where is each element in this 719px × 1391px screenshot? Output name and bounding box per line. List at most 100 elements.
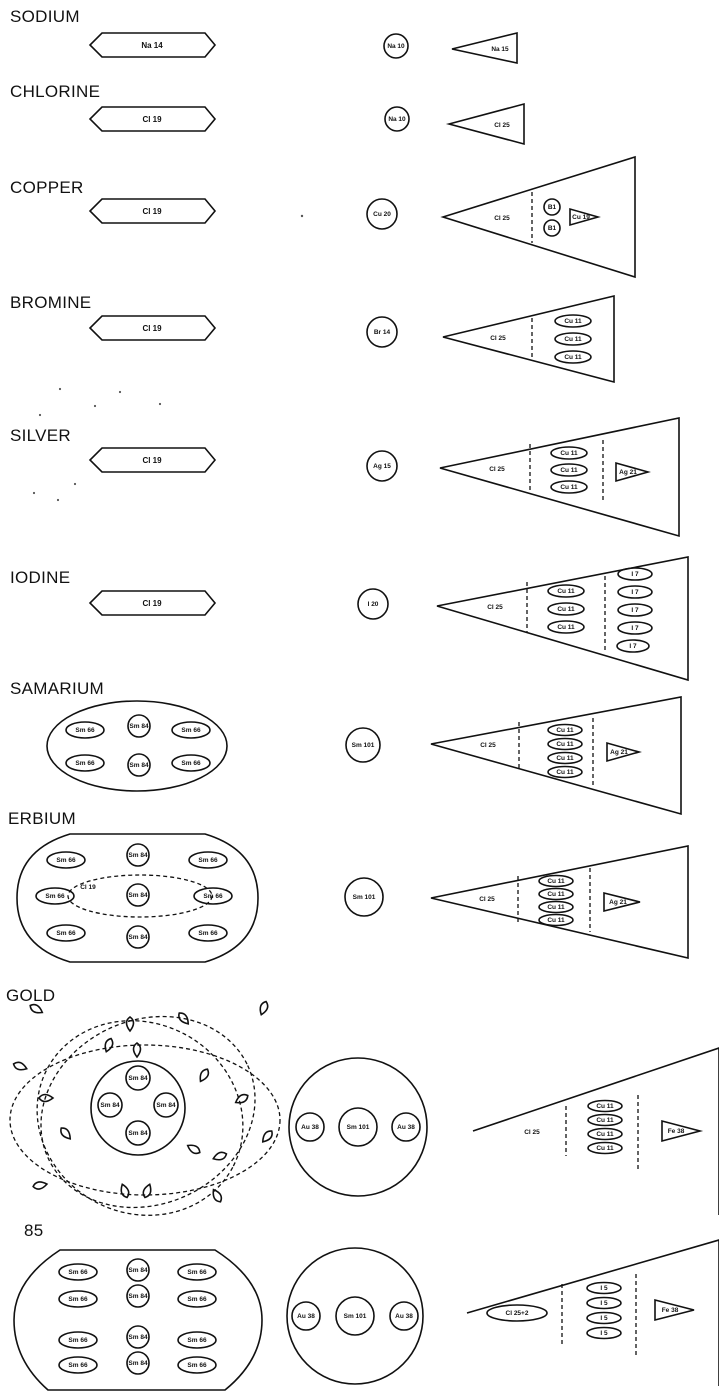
sm-core-label: Sm 84 [128, 1293, 148, 1300]
electron-drop [197, 1067, 210, 1083]
sm-core-label: Sm 84 [128, 892, 148, 899]
sm-unit-label: Sm 66 [75, 727, 95, 734]
cone-silver [440, 418, 679, 536]
cone-tip-label: Ag 21 [609, 899, 627, 906]
sm-unit-label: Sm 66 [68, 1362, 88, 1369]
cone-mid-label: I 5 [600, 1285, 608, 1292]
cone-left-label-copper: Cl 25 [494, 215, 510, 222]
center-label-erbium: Sm 101 [353, 894, 376, 901]
cone-mid-label: Cu 11 [547, 917, 565, 924]
sm-unit-label: Sm 66 [181, 760, 201, 767]
center-label-gold: Sm 101 [347, 1124, 370, 1131]
cone-mid-label: B1 [548, 225, 557, 232]
center-label-bromine: Br 14 [374, 329, 391, 336]
cone-right-label: I 7 [629, 643, 637, 650]
row-copper: COPPER Cl 19 Cu 20 Cl 25 B1 B1 Cu 19 [10, 157, 635, 277]
electron-drop [103, 1037, 114, 1053]
electron-drop [186, 1142, 202, 1155]
core-label-chlorine: Cl 19 [142, 115, 162, 124]
label-chlorine: CHLORINE [10, 82, 100, 101]
row-bromine: BROMINE Cl 19 Br 14 Cl 25 Cu 11 Cu 11 Cu… [10, 293, 614, 382]
label-iodine: IODINE [10, 568, 70, 587]
cone-tip-label: Cu 19 [572, 214, 590, 221]
cone-mid-label: Cu 11 [557, 606, 575, 613]
cone-tip-label: Fe 38 [662, 1307, 679, 1314]
electron-drop [39, 1095, 53, 1102]
label-silver: SILVER [10, 426, 71, 445]
cone-mid-label: I 5 [600, 1315, 608, 1322]
sm-core-label: Sm 84 [128, 934, 148, 941]
electron-orbit [9, 982, 286, 1242]
electron-drop [119, 1183, 130, 1199]
center-label-85: Sm 101 [344, 1313, 367, 1320]
electron-drops [12, 1000, 274, 1203]
electron-drop [210, 1188, 223, 1204]
sm-unit-label: Sm 66 [187, 1362, 207, 1369]
sm-core-label: Sm 84 [129, 762, 149, 769]
inner-label-erbium: Cl 19 [80, 884, 96, 891]
sm-unit-label: Sm 66 [68, 1337, 88, 1344]
center-label-copper: Cu 20 [373, 211, 391, 218]
cone-tip-label: Ag 21 [610, 749, 628, 756]
cone-right-label: I 7 [631, 589, 639, 596]
au-label: Au 38 [395, 1313, 413, 1320]
cone-copper [443, 157, 635, 277]
sm-core-label: Sm 84 [129, 723, 149, 730]
sm-unit-label: Sm 66 [181, 727, 201, 734]
sm-unit-label: Sm 66 [75, 760, 95, 767]
core-label-sodium: Na 14 [141, 41, 163, 50]
center-label-chlorine: Na 10 [388, 116, 406, 123]
sm-core-label: Sm 84 [128, 1360, 148, 1367]
sm-core-label: Sm 84 [128, 1130, 148, 1137]
row-sodium: SODIUM Na 14 Na 10 Na 15 [10, 7, 517, 63]
row-chlorine: CHLORINE Cl 19 Na 10 Cl 25 [10, 82, 524, 144]
cone-mid-label: Cu 11 [547, 904, 565, 911]
label-samarium: SAMARIUM [10, 679, 104, 698]
cone-mid-label: Cu 11 [547, 891, 565, 898]
row-samarium: SAMARIUM Sm 66 Sm 66 Sm 66 Sm 66 Sm 84 S… [10, 679, 681, 814]
cone-mid-label: Cu 11 [556, 769, 574, 776]
sm-unit-label: Sm 66 [187, 1296, 207, 1303]
electron-drop [234, 1092, 250, 1105]
electron-orbit [3, 985, 278, 1251]
cone-left-label-erbium: Cl 25 [479, 896, 495, 903]
cone-left-label-iodine: Cl 25 [487, 604, 503, 611]
sm-unit-label: Sm 66 [68, 1269, 88, 1276]
cone-tip-label: Fe 38 [668, 1128, 685, 1135]
electron-drop [12, 1061, 28, 1072]
center-label-sodium: Na 10 [387, 43, 405, 50]
cone-mid-label: Cu 11 [560, 484, 578, 491]
cone-mid-label: Cu 11 [564, 354, 582, 361]
cone-mid-label: Cu 11 [596, 1117, 614, 1124]
cone-left-label-silver: Cl 25 [489, 466, 505, 473]
row-iodine: IODINE Cl 19 I 20 Cl 25 Cu 11 Cu 11 Cu 1… [10, 557, 688, 680]
au-label: Au 38 [397, 1124, 415, 1131]
cone-mid-label: B1 [548, 204, 557, 211]
cone-mid-label: I 5 [600, 1330, 608, 1337]
row-erbium: ERBIUM Cl 19 Sm 66 Sm 66 Sm 66 Sm 66 Sm … [8, 809, 688, 962]
label-gold: GOLD [6, 986, 55, 1005]
cone-mid-label: Cu 11 [596, 1145, 614, 1152]
sm-unit-label: Sm 66 [68, 1296, 88, 1303]
core-label-bromine: Cl 19 [142, 324, 162, 333]
sm-core-label: Sm 84 [128, 852, 148, 859]
sm-unit-label: Sm 66 [56, 857, 76, 864]
cone-right-label: I 7 [631, 607, 639, 614]
cone-left-label-gold: Cl 25 [524, 1129, 540, 1136]
cone-mid-label: Cu 11 [560, 467, 578, 474]
sm-unit-label: Sm 66 [187, 1269, 207, 1276]
core-label-copper: Cl 19 [142, 207, 162, 216]
center-label-iodine: I 20 [368, 601, 379, 608]
label-bromine: BROMINE [10, 293, 91, 312]
sm-core-label: Sm 84 [128, 1267, 148, 1274]
cone-label-sodium: Na 15 [491, 46, 509, 53]
electron-drop [59, 1126, 73, 1141]
cone-mid-label: Cu 11 [557, 588, 575, 595]
cone-iodine [437, 557, 688, 680]
sm-core-label: Sm 84 [128, 1075, 148, 1082]
electron-drop [127, 1017, 134, 1031]
core-label-iodine: Cl 19 [142, 599, 162, 608]
electron-drop [177, 1011, 191, 1026]
speck [301, 215, 303, 217]
sm-unit-label: Sm 66 [187, 1337, 207, 1344]
